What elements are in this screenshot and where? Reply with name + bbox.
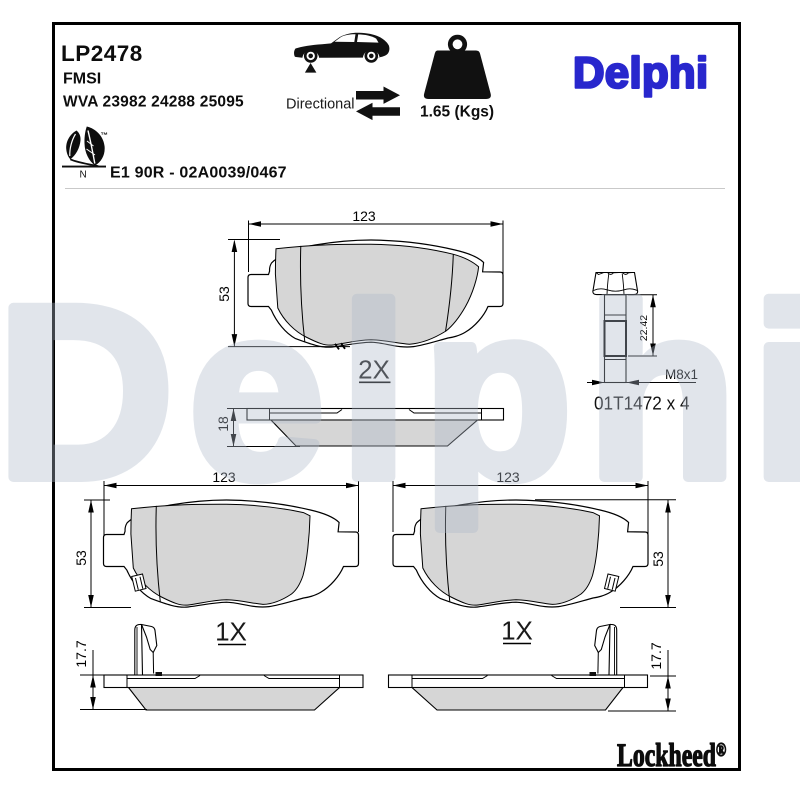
svg-text:2X: 2X	[358, 355, 390, 385]
svg-text:M8x1: M8x1	[665, 367, 698, 382]
svg-text:1X: 1X	[501, 616, 533, 646]
svg-text:FMSI: FMSI	[63, 71, 101, 88]
svg-text:1X: 1X	[215, 617, 247, 647]
svg-text:Directional: Directional	[286, 96, 355, 112]
svg-text:™: ™	[101, 131, 109, 140]
svg-text:53: 53	[73, 550, 89, 566]
svg-text:18: 18	[215, 416, 231, 432]
svg-text:123: 123	[212, 469, 236, 485]
svg-text:Lockheed®: Lockheed®	[617, 737, 726, 774]
svg-text:WVA 23982 24288 25095: WVA 23982 24288 25095	[63, 93, 244, 110]
svg-text:53: 53	[216, 286, 232, 302]
svg-text:123: 123	[352, 208, 376, 224]
svg-text:N: N	[80, 170, 87, 181]
svg-text:123: 123	[496, 469, 520, 485]
svg-text:22.42: 22.42	[638, 315, 650, 341]
svg-text:Delphi: Delphi	[0, 254, 800, 529]
svg-text:LP2478: LP2478	[61, 41, 143, 66]
svg-text:53: 53	[650, 551, 666, 567]
svg-text:E1 90R - 02A0039/0467: E1 90R - 02A0039/0467	[110, 165, 287, 182]
svg-text:01T1472 x 4: 01T1472 x 4	[594, 393, 690, 414]
svg-text:17.7: 17.7	[648, 642, 664, 669]
svg-text:Delphi: Delphi	[573, 48, 708, 97]
svg-text:1.65 (Kgs): 1.65 (Kgs)	[420, 103, 494, 120]
svg-text:17.7: 17.7	[73, 640, 89, 667]
